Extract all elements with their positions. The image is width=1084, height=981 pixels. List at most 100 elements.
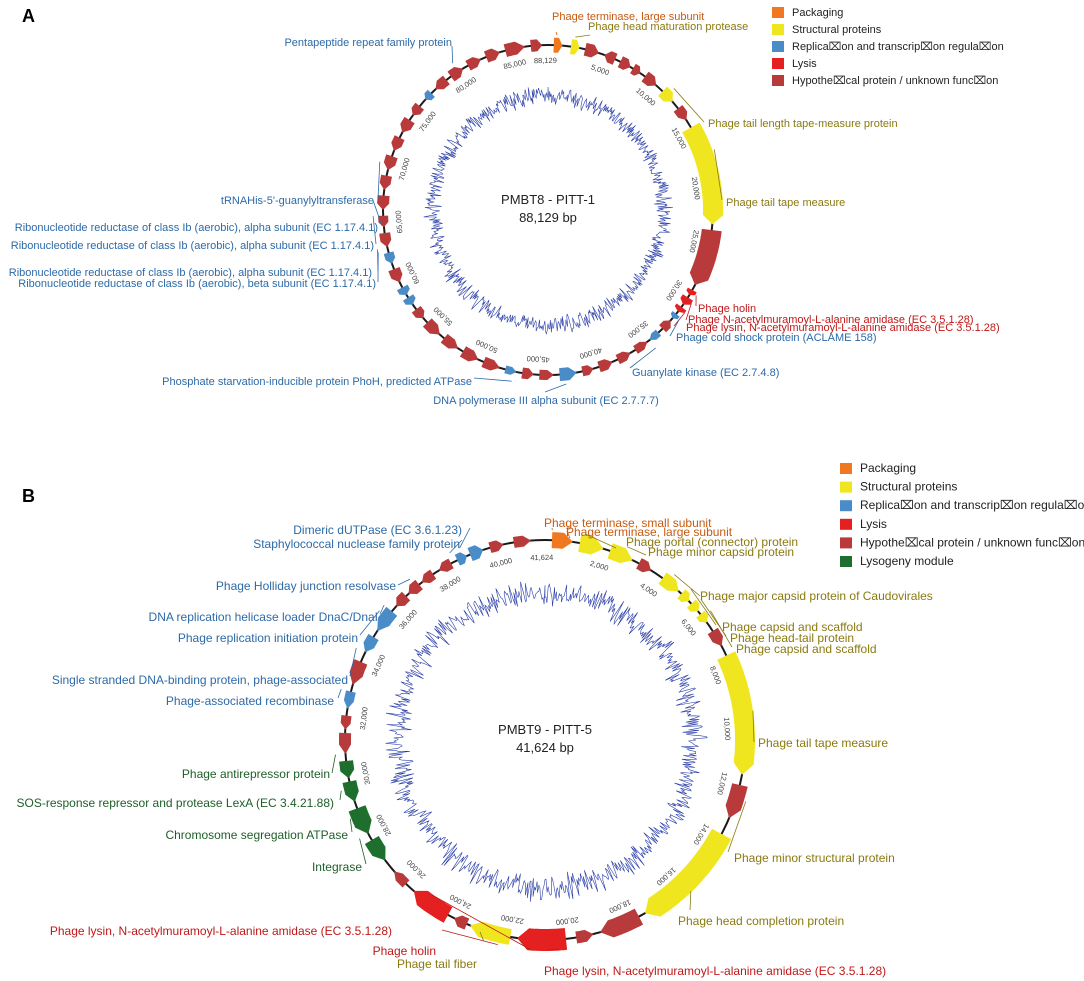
tick-label: 20,000 [690,176,702,200]
tick-label: 6,000 [679,617,698,637]
gene-arrow [403,294,416,305]
annotation-leader [372,200,383,227]
legend-swatch [840,556,852,567]
legend-swatch [840,481,852,493]
annotation-leader [669,319,680,337]
gene-arrow [383,154,398,171]
annotation-leader [377,161,381,200]
gene-arrow [512,535,531,548]
gene-arrow [394,871,410,888]
gene-arrow [397,284,410,295]
legend-swatch [772,24,784,35]
gene-arrow [689,228,722,285]
annotation-leader [690,588,717,626]
tick-label: 38,000 [438,574,462,594]
gene-arrow [673,105,688,121]
gene-arrow [539,369,554,380]
gene-arrow [364,836,386,861]
annotation-leader [673,312,685,327]
annotation-leader [685,303,692,321]
gene-arrow [411,306,425,319]
gene-annotation: Guanylate kinase (EC 2.7.4.8) [632,367,779,379]
gene-arrow [342,780,359,802]
gene-arrow [578,534,604,555]
gene-arrow [383,251,396,264]
gene-annotation: Phage capsid and scaffold [736,642,877,656]
annotation-leader [379,604,385,615]
gene-annotation: Phage terminase, large subunit [566,525,733,539]
annotation-leader [459,527,471,549]
legend-label: Lysis [860,517,887,531]
annotation-leader [710,610,733,648]
gene-annotation: Ribonucleotide reductase of class Ib (ae… [9,267,372,279]
gene-arrow [379,174,392,190]
tick-label: 40,000 [489,556,513,570]
gene-arrow [467,545,484,562]
gene-annotation: Phage major capsid protein of Caudoviral… [700,589,933,603]
gene-annotation: Phage terminase, small subunit [544,516,712,530]
gene-annotation: DNA polymerase III alpha subunit (EC 2.7… [433,395,659,407]
gene-annotation: tRNAHis-5'-guanylyltransferase [221,195,374,207]
annotation-leader [349,818,353,833]
annotation-leader [752,710,755,743]
gene-arrow [677,589,690,602]
legend-swatch [840,463,852,474]
gene-annotation: Phage capsid and scaffold [722,620,863,634]
gene-annotation: Phage antirepressor protein [182,767,330,781]
gene-arrow [553,37,563,53]
gene-arrow [470,921,512,945]
gene-annotation: Phosphate starvation-inducible protein P… [162,376,472,388]
gene-arrow [530,39,543,52]
legend-label: Structural proteins [860,480,957,494]
annotation-leader [479,931,484,941]
annotation-leader [584,533,617,549]
gene-annotation: Phage tail tape measure [758,736,888,750]
genome-name: PMBT8 - PITT-1 [501,192,595,207]
gene-annotation: Phage tail fiber [397,957,477,971]
gene-arrow [617,56,631,70]
legend-label: Packaging [792,7,843,19]
tick-label: 24,000 [448,892,473,911]
legend-swatch [840,500,852,512]
gene-annotation: Phage portal (connector) protein [626,535,798,549]
tick-label: 36,000 [397,608,419,631]
tick-label: 40,000 [579,346,604,361]
annotation-leader [449,539,463,554]
gene-arrow [349,659,368,685]
gene-arrow [378,215,389,228]
tick-label: 20,000 [555,915,579,927]
tick-label: 30,000 [359,761,372,785]
legend-label: Hypothe⌧cal protein / unknown func⌧on [792,75,998,87]
annotation-leader [337,689,342,699]
gene-arrow [348,805,372,834]
gene-arrow [396,591,411,607]
gene-arrow [659,320,671,333]
tick-label: 5,000 [590,62,611,77]
gene-arrow [424,89,435,101]
gene-arrow [604,51,618,65]
gene-arrow [483,48,500,63]
legend-label: Hypothe⌧cal protein / unknown func⌧on [860,535,1084,549]
gene-arrow [581,365,594,377]
annotation-leader [629,347,656,369]
gene-annotation: Phage replication initiation protein [178,631,358,645]
gene-arrow [630,63,641,76]
tick-label: 34,000 [370,653,388,678]
gene-annotation: Phage minor structural protein [734,851,895,865]
tick-label: 35,000 [626,319,650,340]
gene-arrow [670,311,680,320]
gene-arrow [400,116,415,133]
gene-arrow [649,329,662,340]
gene-arrow [454,552,467,566]
tick-label: 10,000 [634,86,657,108]
gene-annotation: Phage lysin, N-acetylmuramoyl-L-alanine … [544,964,886,978]
gene-arrow [551,532,573,549]
gene-arrow [413,890,453,923]
gene-arrow [658,572,679,592]
gene-arrow [658,86,673,102]
gene-annotation: SOS-response repressor and protease LexA… [16,796,334,810]
tick-label: 50,000 [474,338,499,356]
gene-arrow [440,334,459,349]
annotation-leader [431,894,531,950]
